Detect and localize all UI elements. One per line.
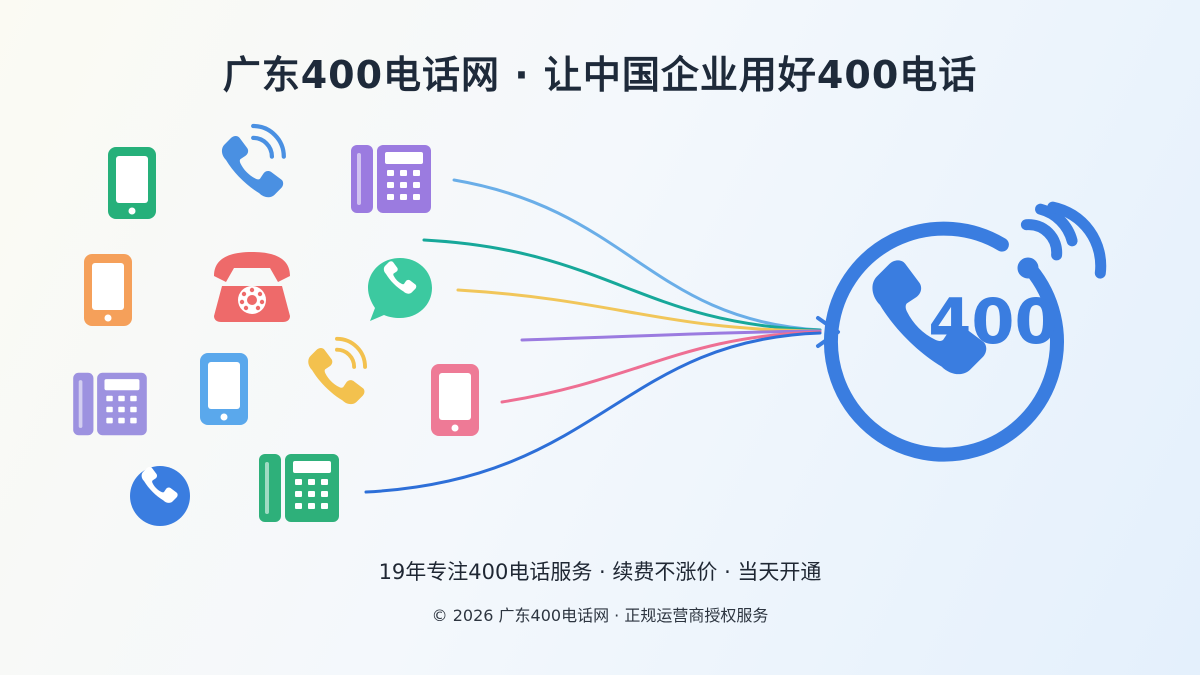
stream-line-3 — [456, 288, 822, 333]
desk-phone-icon — [73, 372, 147, 436]
phone-circle-icon — [130, 466, 190, 526]
mobile-phone-icon — [200, 353, 248, 425]
copyright-notice: © 2026 广东400电话网 · 正规运营商授权服务 — [431, 606, 769, 625]
stream-line-4 — [520, 329, 822, 342]
mobile-phone-icon — [108, 147, 156, 219]
desk-phone-icon — [259, 454, 339, 522]
stream-line-5 — [500, 330, 822, 404]
chat-phone-bubble-icon — [368, 258, 432, 321]
rotary-phone-icon — [214, 252, 290, 322]
badge-400-text: 400 — [928, 285, 1057, 358]
tagline: 19年专注400电话服务 · 续费不涨价 · 当天开通 — [378, 560, 822, 584]
stream-line-6 — [364, 331, 822, 494]
desk-phone-icon — [351, 145, 431, 213]
mobile-phone-icon — [431, 364, 479, 436]
hotline-400-logo: 400 — [823, 201, 1107, 462]
mobile-phone-icon — [84, 254, 132, 326]
stream-line-2 — [422, 238, 822, 332]
stream-line-1 — [452, 178, 822, 332]
phone-handset-waves-icon — [221, 126, 284, 198]
phone-handset-waves-icon — [308, 338, 366, 405]
page-title: 广东400电话网 · 让中国企业用好400电话 — [222, 53, 978, 97]
